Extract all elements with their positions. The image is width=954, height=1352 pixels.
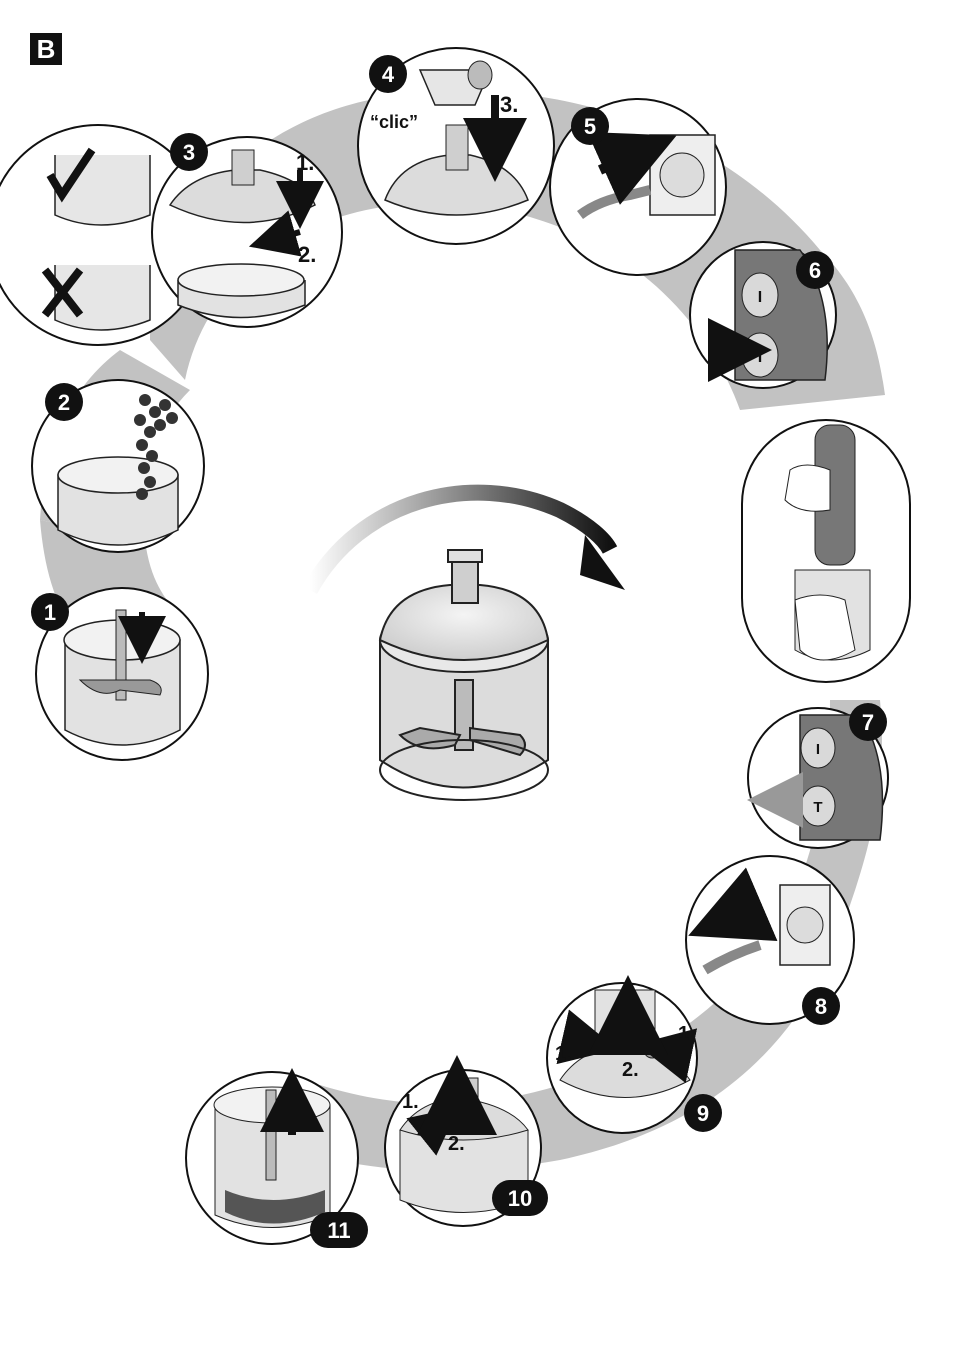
svg-text:I: I <box>758 289 762 306</box>
step10-substep-1-label: 1. <box>402 1091 419 1113</box>
step-badge-2: 2 <box>45 383 83 421</box>
step-number: 7 <box>862 710 874 735</box>
step9-substep-1-right-label: 1. <box>678 1023 695 1045</box>
turbo-button-T-icon: T <box>800 785 836 827</box>
step-badge-5: 5 <box>571 107 609 145</box>
step-number: 2 <box>58 390 70 415</box>
step-badge-1: 1 <box>31 593 69 631</box>
step-number: 10 <box>508 1186 532 1211</box>
step-number: 3 <box>183 140 195 165</box>
step-number: 5 <box>584 114 596 139</box>
step-1-panel <box>35 587 209 761</box>
check-icon <box>46 147 96 203</box>
step-badge-8: 8 <box>802 987 840 1025</box>
usage-panel <box>741 419 911 683</box>
step10-substep-2-label: 2. <box>448 1133 465 1155</box>
step-number: 9 <box>697 1101 709 1126</box>
step-8-panel <box>685 855 855 1025</box>
step-number: 8 <box>815 994 827 1019</box>
svg-text:T: T <box>755 349 765 366</box>
step-number: 6 <box>809 258 821 283</box>
step-3-panel <box>0 124 343 346</box>
step-badge-9: 9 <box>684 1094 722 1132</box>
step-number: 4 <box>382 62 395 87</box>
annotations: 1. 2. “clic” 3. 1. 1. 2. 1. 2. <box>296 92 695 1155</box>
step-badge-4: 4 <box>369 55 407 93</box>
step-11-panel <box>185 1068 359 1245</box>
svg-text:I: I <box>816 741 820 758</box>
step9-substep-2-label: 2. <box>622 1059 639 1081</box>
step4-clic-label: “clic” <box>370 112 418 132</box>
step-badges: 1 2 3 4 5 6 7 8 9 10 11 <box>31 55 887 1248</box>
step-9-panel <box>546 975 698 1134</box>
power-button-I-icon: I <box>800 727 836 769</box>
step-badge-6: 6 <box>796 251 834 289</box>
step4-substep-3-label: 3. <box>500 92 518 117</box>
step-badge-7: 7 <box>849 703 887 741</box>
step-7-panel: I T <box>747 707 889 849</box>
step-2-panel <box>31 379 205 553</box>
step-badge-10: 10 <box>492 1180 548 1216</box>
cross-icon <box>41 267 84 318</box>
step-number: 11 <box>327 1218 350 1243</box>
section-label-badge: B <box>30 33 62 65</box>
turbo-button-T-icon: T <box>741 332 779 378</box>
svg-text:T: T <box>813 799 822 816</box>
power-button-I-icon: I <box>741 272 779 318</box>
rotation-arrow <box>303 484 625 594</box>
step9-substep-1-left-label: 1. <box>555 1043 572 1065</box>
step-4-panel <box>357 47 555 245</box>
section-label-text: B <box>36 33 56 64</box>
step-badge-11: 11 <box>310 1212 368 1248</box>
step3-substep-2-label: 2. <box>298 242 316 267</box>
step3-substep-1-label: 1. <box>296 150 314 175</box>
step-badge-3: 3 <box>170 133 208 171</box>
step-number: 1 <box>44 600 56 625</box>
central-chopper-illustration <box>378 549 550 801</box>
